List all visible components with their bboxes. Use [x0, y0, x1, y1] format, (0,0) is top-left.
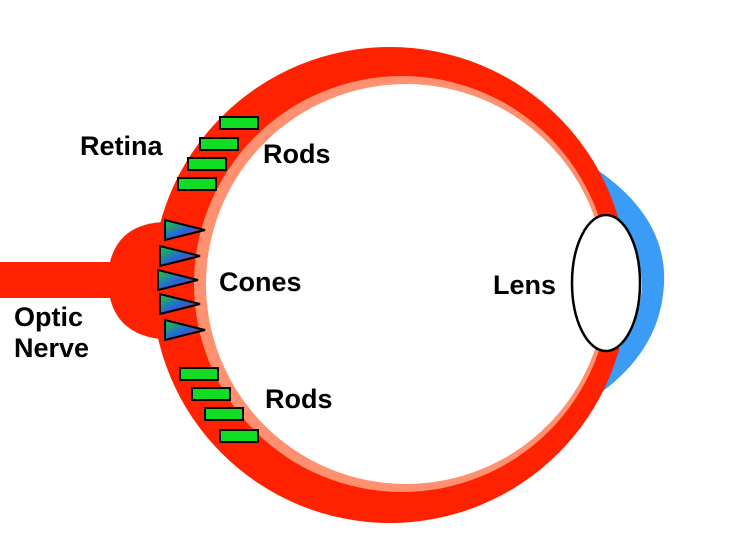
cornea [575, 165, 665, 400]
rod [219, 429, 259, 443]
cone [164, 218, 206, 242]
label-optic-line2: Nerve [14, 333, 89, 363]
label-cones: Cones [219, 267, 302, 297]
rod [204, 407, 244, 421]
label-lens: Lens [493, 270, 556, 300]
rods-bottom-group [179, 367, 259, 443]
rod [187, 157, 227, 171]
lens [570, 213, 642, 353]
cones-group [157, 218, 206, 342]
rod [219, 116, 259, 130]
cone [164, 318, 206, 342]
label-retina: Retina [80, 131, 164, 161]
rod [191, 387, 231, 401]
label-rods-bottom: Rods [265, 384, 333, 414]
cone [157, 268, 199, 292]
vitreous-interior [206, 84, 606, 484]
cone [159, 244, 201, 268]
cone [159, 292, 201, 316]
label-rods-top: Rods [263, 139, 331, 169]
rod [199, 137, 239, 151]
rod [179, 367, 219, 381]
rods-top-group [177, 116, 259, 191]
label-optic-line1: Optic [14, 302, 83, 332]
rod [177, 177, 217, 191]
